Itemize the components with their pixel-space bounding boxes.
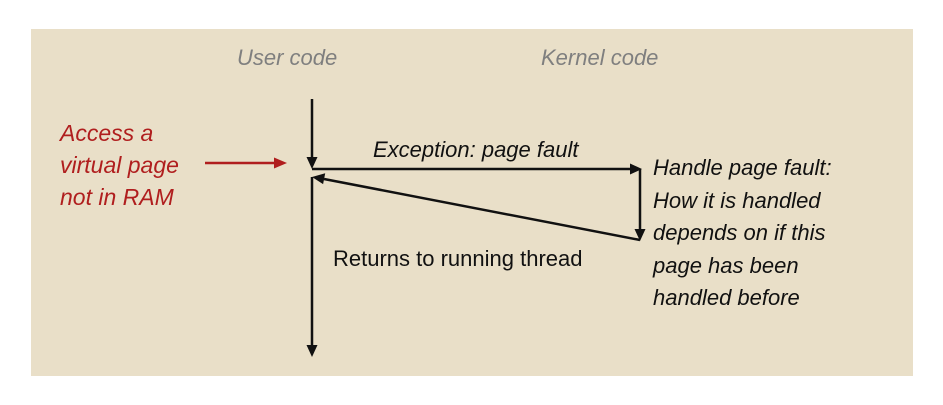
return-label: Returns to running thread [333, 246, 583, 271]
user-thread-continue-arrow [306, 177, 318, 357]
handler-note-line: How it is handled [653, 187, 821, 213]
diagram-panel [31, 29, 913, 376]
handler-note-line: page has been [653, 252, 799, 278]
return-arrow [312, 173, 641, 242]
kernel-code-header: Kernel code [541, 45, 659, 70]
handler-note-line: depends on if this [653, 220, 826, 245]
access-virtual-page-note: Access a virtual page not in RAM [60, 117, 179, 213]
handler-note-line: handled before [653, 285, 800, 310]
handler-note: Handle page fault: How it is handled dep… [653, 152, 832, 315]
access-note-line: not in RAM [60, 184, 174, 210]
user-code-header: User code [237, 45, 338, 70]
exception-arrow [312, 163, 642, 175]
access-pointer-arrow [205, 157, 287, 169]
handler-note-line: Handle page fault: [653, 155, 832, 180]
access-note-line: virtual page [60, 152, 179, 178]
user-thread-top-arrow [306, 99, 318, 169]
access-note-line: Access a [60, 120, 154, 146]
kernel-handling-arrow [634, 169, 646, 241]
exception-label: Exception: page fault [373, 137, 579, 162]
